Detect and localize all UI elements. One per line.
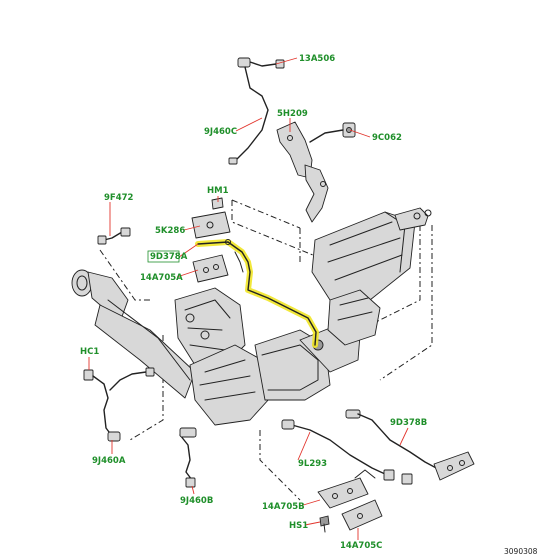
pipe-9D378A [195,239,319,348]
clip-14A705B [317,469,376,509]
heat-shield-bracket-5H209 [276,121,329,223]
callout-5H209[interactable]: 5H209 [277,109,308,119]
exhaust-downpipe [71,269,196,399]
callout-9J460B[interactable]: 9J460B [180,496,213,506]
callout-9D378B[interactable]: 9D378B [390,418,427,428]
callout-14A705A[interactable]: 14A705A [140,273,183,283]
fastener-HS1 [319,515,330,533]
clip-14A705A [192,254,229,283]
clip-14A705C [341,499,383,531]
leader-lines [88,57,409,540]
callout-9D378A[interactable]: 9D378A [150,252,188,262]
callout-14A705B[interactable]: 14A705B [262,502,305,512]
callout-HC1[interactable]: HC1 [80,347,99,357]
callout-9J460C[interactable]: 9J460C [204,127,237,137]
callout-14A705C[interactable]: 14A705C [340,541,382,551]
callout-HS1[interactable]: HS1 [289,521,308,531]
callout-9L293[interactable]: 9L293 [298,459,327,469]
callout-5K286[interactable]: 5K286 [155,226,185,236]
callout-13A506[interactable]: 13A506 [299,54,335,64]
figure-number: 3090308 [504,547,538,556]
callout-9C062[interactable]: 9C062 [372,133,402,143]
sensor-harness-9J460B [179,427,197,488]
callout-labels: 13A506 9J460C 5H209 9C062 HM1 9F472 5K28… [80,54,427,551]
sensor-harness-9J460C [228,57,285,165]
callout-box-9D378A [147,250,180,263]
sensor-9C062 [309,122,356,143]
callout-9J460A[interactable]: 9J460A [92,456,126,466]
bracket-5K286 [191,197,231,239]
sensor-harness-9L293 [281,409,395,481]
particulate-filter [311,207,432,346]
sensor-harness-9J460A [83,367,155,442]
pipe-9D378B [357,413,475,485]
sensor-9F472 [97,227,131,245]
callout-HM1[interactable]: HM1 [207,186,229,196]
callout-9F472[interactable]: 9F472 [104,193,134,203]
